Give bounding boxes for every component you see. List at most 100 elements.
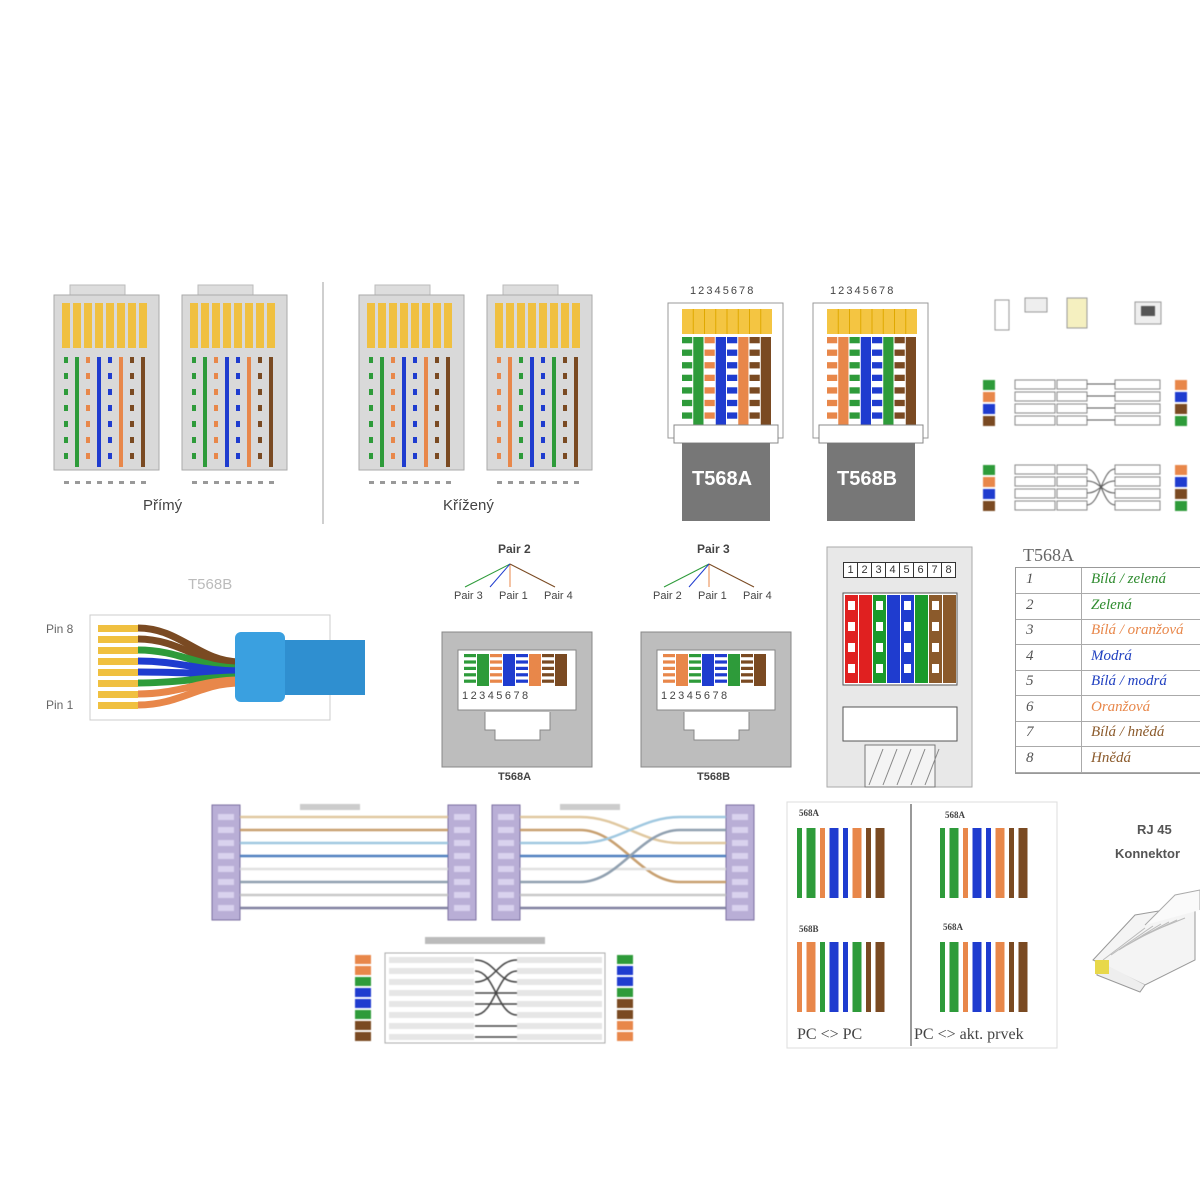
jack-wire-stripe <box>490 673 502 677</box>
plug-wire-dot <box>391 453 395 459</box>
jack-pair-line <box>688 563 710 588</box>
jack-left-pins: 1 2 3 4 5 6 7 8 <box>462 690 528 702</box>
t568a-label: T568A <box>692 468 753 490</box>
plug-wire-dot <box>130 389 134 395</box>
plug-wire-dot <box>236 357 240 363</box>
plugside-contact <box>98 691 138 698</box>
t568-wire-stripe <box>727 387 738 394</box>
pc-wire-stripe <box>820 828 825 898</box>
xover2-swatch-left <box>355 999 371 1008</box>
plug-pin-mark <box>435 481 440 484</box>
pc-wire-stripe <box>820 942 825 1012</box>
plug-contact <box>550 303 558 348</box>
xover2-label-bar <box>389 990 474 996</box>
plug-wire-dot <box>541 405 545 411</box>
pc-wire <box>875 942 885 1012</box>
jack-wire-stripe <box>663 660 675 664</box>
plug-pin-mark <box>391 481 396 484</box>
plug-contact <box>128 303 136 348</box>
block-wire-stripe <box>848 622 855 631</box>
jack-pair-line <box>489 563 511 588</box>
xover-terminal-pin <box>732 840 748 846</box>
t568-wire-stripe <box>827 337 838 344</box>
plug-wire-dot <box>236 405 240 411</box>
jack-wire <box>503 654 515 686</box>
plug-wire <box>225 357 229 467</box>
plug-wire-dot <box>86 357 90 363</box>
plug-wire-dot <box>391 389 395 395</box>
pc-wire <box>829 942 839 1012</box>
block-wire-stripe <box>876 622 883 631</box>
table-title: T568A <box>1023 545 1074 565</box>
t568-wire-stripe <box>682 374 693 381</box>
jack-wire <box>754 654 766 686</box>
rj45-connector-graphic <box>1092 889 1200 993</box>
t568b-label: T568B <box>837 468 898 490</box>
ref-cell <box>1114 464 1161 475</box>
ref-swatch <box>983 392 995 402</box>
pc-wire <box>949 942 959 1012</box>
jack-wire-stripe <box>490 660 502 664</box>
jack-wire-stripe <box>663 673 675 677</box>
plug-contact <box>117 303 125 348</box>
pin-number: 8 <box>941 562 956 578</box>
xover2-swatch-right <box>617 988 633 997</box>
t568-wire <box>883 337 894 425</box>
plug-wire-dot <box>541 373 545 379</box>
block-latch <box>842 706 958 742</box>
plug-contact <box>539 303 547 348</box>
pc-caption-right: PC <> akt. prvek <box>914 1026 1024 1043</box>
plug-contact <box>256 303 264 348</box>
jack-wire-stripe <box>516 679 528 683</box>
jack-wire-stripe <box>689 679 701 683</box>
jack-wire-stripe <box>663 654 675 658</box>
plug-wire-dot <box>108 357 112 363</box>
xover2-label-bar <box>389 968 474 974</box>
table-column-separator <box>1081 593 1082 619</box>
plug-contact <box>234 303 242 348</box>
plug-wire-dot <box>413 357 417 363</box>
plugside-contact <box>98 625 138 632</box>
ref-jack <box>1024 297 1048 313</box>
ref-plug <box>994 299 1010 331</box>
plug-wire-dot <box>391 405 395 411</box>
plug-wire-dot <box>108 373 112 379</box>
straight-cross-panel: Přímý Křížený <box>40 275 620 525</box>
pc-label-a1: 568A <box>799 808 819 818</box>
table-row-color-name: Bílá / zelená <box>1091 571 1166 587</box>
plug-wire-dot <box>497 405 501 411</box>
plug-pin-mark <box>380 481 385 484</box>
jack-wire-stripe <box>689 660 701 664</box>
pc-wire <box>806 942 816 1012</box>
jack-pair-line <box>708 563 755 588</box>
t568-wire-stripe <box>827 374 838 381</box>
xover-terminal-pin <box>454 853 470 859</box>
plug-wire-dot <box>413 437 417 443</box>
jack-wire-stripe <box>715 654 727 658</box>
block-wire-stripe <box>904 643 911 652</box>
t568-wire-stripe <box>704 412 715 419</box>
plug-contact <box>201 303 209 348</box>
xover-terminal-pin <box>218 879 234 885</box>
plug-pin-mark <box>519 481 524 484</box>
t568-wire-stripe <box>682 337 693 344</box>
pin-header-b: 1 2 3 4 5 6 7 8 <box>830 285 893 297</box>
plug-wire-dot <box>236 453 240 459</box>
plug-wire-dot <box>192 405 196 411</box>
t568-boot <box>682 443 770 521</box>
t568-wire-stripe <box>872 337 883 344</box>
plug-wire-dot <box>192 453 196 459</box>
plug-wire-dot <box>563 421 567 427</box>
block-wire <box>943 595 956 683</box>
pc-wire <box>1018 942 1028 1012</box>
jack-wire-stripe <box>464 654 476 658</box>
plug-wire <box>508 357 512 467</box>
table-column-separator <box>1081 695 1082 721</box>
xover-terminal-pin <box>498 892 514 898</box>
cross-label: Křížený <box>443 497 494 514</box>
table-row-number: 4 <box>1026 647 1034 664</box>
jack-latch <box>484 712 551 741</box>
t568-wire-stripe <box>872 362 883 369</box>
rj45-rib <box>1142 917 1186 936</box>
